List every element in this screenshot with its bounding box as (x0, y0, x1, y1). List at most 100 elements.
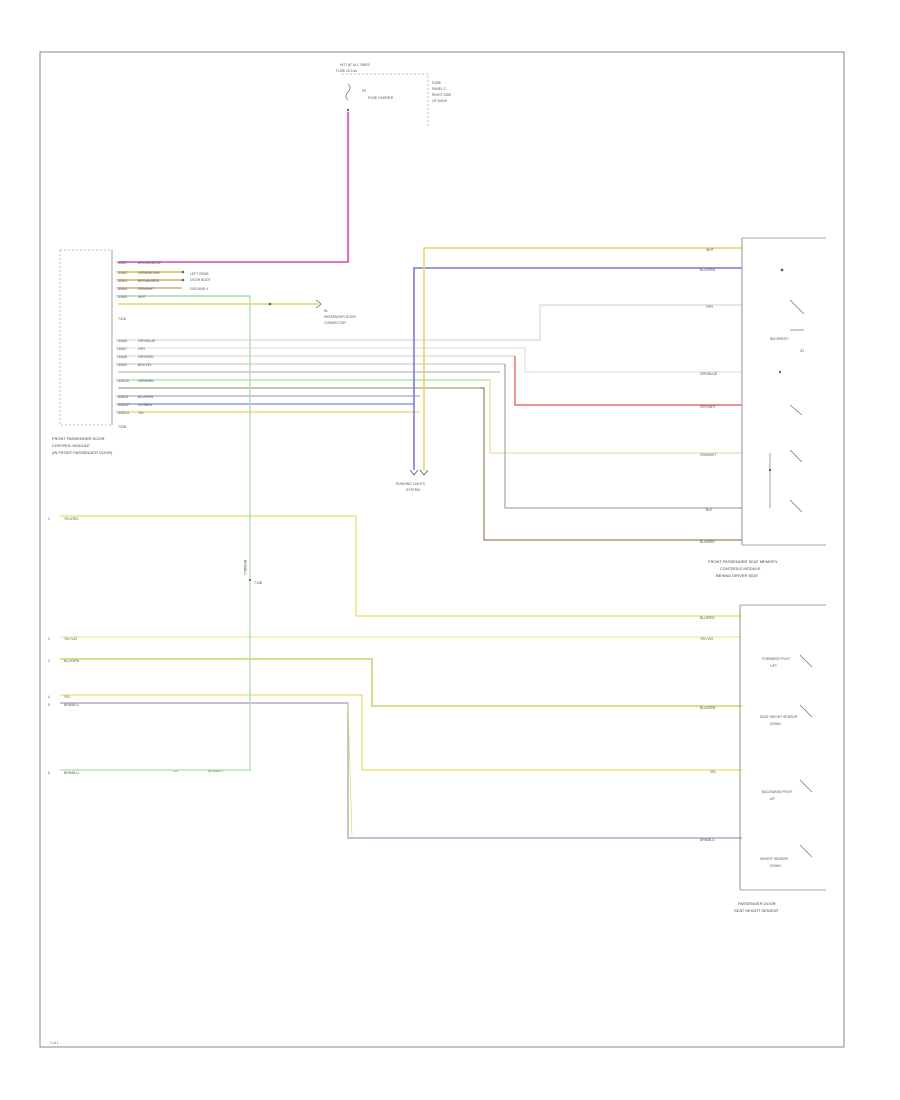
pin-wire-9: BLK/YEL (138, 363, 152, 367)
rear-seat-sub-4: DOWN (770, 864, 781, 868)
splice-dot-icon (268, 302, 272, 306)
rear-seat-wire-5: BRN/BLU (700, 838, 715, 842)
fuse-terminal-icon (346, 108, 350, 112)
front-seat-switch-icon-2 (789, 404, 803, 416)
fuse-right-label-2: PANEL C (432, 87, 447, 91)
rear-seat-wire-1: BLU/RED (700, 616, 715, 620)
left-mid-pin: T10 (172, 769, 178, 773)
left-module-connector: T32A (118, 317, 127, 321)
harness-connector-icon (409, 469, 429, 476)
pin-2: T32A/2 (116, 271, 127, 275)
fuse-right-label-4: OF DASH (432, 99, 448, 103)
front-seat-pin-icon-2 (778, 370, 782, 374)
front-seat-label-3: BEHIND DRIVER SIDE (716, 573, 758, 578)
front-seat-label-1: FRONT PASSENGER SEAT MEMORY (708, 559, 778, 564)
seat-wire-gryblu (520, 347, 742, 373)
seat-wire-blkbrn (480, 387, 742, 541)
fuse-panel-outline (342, 73, 429, 128)
pin-5: T32A/5 (116, 295, 127, 299)
rear-seat-switch-icon-2 (799, 704, 813, 718)
lower-wire-brnblu (60, 702, 742, 839)
left-wire-3: BLU/GRN (64, 659, 80, 663)
front-seat-switch-icon-3 (789, 449, 803, 463)
fuse-pin: F8 (362, 89, 366, 93)
lower-wire-yelred (60, 515, 742, 617)
pin-3: T32A/3 (116, 279, 127, 283)
pin-wire-1: BROWN/BLUE (138, 261, 162, 265)
vertical-connector-icon (248, 578, 252, 582)
pin-wire-2: GRN/BROWN (138, 271, 160, 275)
left-module-connector-bottom: T32B (118, 425, 127, 429)
pin-1: T32A/1 (116, 261, 127, 265)
seat-wire-gry (530, 304, 742, 341)
pin-wire-8: GRY/RED (138, 355, 154, 359)
pin-wire-10: GRN/BRN (138, 379, 154, 383)
left-pin-5: 5 (48, 703, 50, 707)
front-seat-module: WHT BLU/GRN GRY GRY/BLUE GRY/WHT GRN/WHT… (700, 237, 826, 578)
fuse-box: HOT AT ALL TIMES FUSE 15 10A F8 FUSE CAR… (336, 63, 452, 128)
vertical-wire-label: BRN/BLU (243, 560, 247, 575)
front-seat-wire-2: BLU/GRN (700, 268, 716, 272)
diode-label-3: CONNECTOR (324, 321, 346, 325)
lower-wire-vertical-green (60, 296, 251, 771)
front-seat-switch-icon-4 (789, 499, 803, 513)
left-pin-3: 3 (48, 659, 50, 663)
front-seat-switch-icon-1 (789, 299, 805, 331)
left-pin-6: 6 (48, 771, 50, 775)
pin-wire-13: YEL (138, 411, 145, 415)
left-wire-2: YEL/VIO (64, 637, 78, 641)
left-wire-1: YEL/RED (64, 517, 79, 521)
rear-seat-sub-1: LIFT (770, 664, 777, 668)
seat-wire-blk (504, 364, 742, 509)
front-seat-wire-7: BLK (706, 508, 713, 512)
lower-wire-yel (60, 694, 742, 771)
diagram-frame (39, 51, 845, 1048)
seat-wire-grnwht (489, 380, 742, 454)
pin-12: T32A/12 (116, 403, 129, 407)
left-module-label-1: FRONT PASSENGER DOOR (52, 436, 105, 441)
harness-yellow-wire (423, 247, 742, 412)
harness-label-2: SYSTEM (406, 488, 420, 492)
pin-6: T32A/6 (116, 339, 127, 343)
rear-seat-switch-icon-3 (799, 779, 813, 793)
rear-seat-switch-name-4: HEIGHT SENSOR (760, 857, 789, 861)
front-seat-switch-name-1: BACKREST (770, 337, 788, 341)
diode-label-2: PASSENGER DOOR (324, 315, 357, 319)
left-module: T32A T32B FRONT PASSENGER DOOR CONTROL M… (52, 249, 127, 455)
pin-4: T32A/4 (116, 287, 127, 291)
ground-dot-icon (181, 270, 185, 274)
front-seat-wire-4: GRY/BLUE (700, 372, 718, 376)
left-module-label-3: (IN FRONT PASSENGER DOOR) (52, 450, 113, 455)
front-seat-wire-5: GRY/WHT (700, 405, 716, 409)
rear-seat-wire-3: BLU/GRN (700, 706, 716, 710)
fuse-top-label-2: FUSE 15 10A (336, 69, 357, 73)
diode-icon (315, 299, 322, 309)
diode-label-1: IN (324, 309, 328, 313)
rear-seat-switch-name-2: SEAT HEIGHT SENSOR (760, 715, 798, 719)
lower-wire-brnblu-trace (347, 702, 353, 839)
pin-wire-3: BROWN/RED (138, 279, 160, 283)
front-seat-junction-icon (768, 468, 772, 472)
left-pin-2: 2 (48, 637, 50, 641)
module-pin-labels: T32A/1 BROWN/BLUE T32A/2 GRN/BROWN T32A/… (116, 261, 162, 415)
rear-seat-switch-icon-1 (799, 654, 813, 668)
left-wire-5: BRN/BLU (64, 703, 79, 707)
ground-label-3: GROUND 4 (190, 287, 208, 291)
pin-11: T32A/11 (116, 395, 129, 399)
seat-wire-red (514, 356, 742, 406)
front-seat-switch-label-1: S1 (800, 349, 804, 353)
pin-7: T32A/7 (116, 347, 127, 351)
left-pin-1: 1 (48, 517, 50, 521)
harness-label-1: RUNNING LIGHTS (396, 482, 426, 486)
rear-seat-sub-3: UP (770, 797, 775, 801)
pin-10: T32A/10 (116, 379, 129, 383)
left-pin-4: 4 (48, 695, 50, 699)
lower-wire-blugrn (60, 658, 742, 707)
pin-8: T32A/8 (116, 355, 127, 359)
ground-label-2: DOOR BOOT (190, 278, 211, 282)
front-seat-wire-8: BLK/BRN (700, 540, 715, 544)
fuse-top-label-1: HOT AT ALL TIMES (340, 63, 371, 67)
left-wire-4: YEL (64, 695, 71, 699)
fuse-right-label-1: FUSE (432, 81, 442, 85)
